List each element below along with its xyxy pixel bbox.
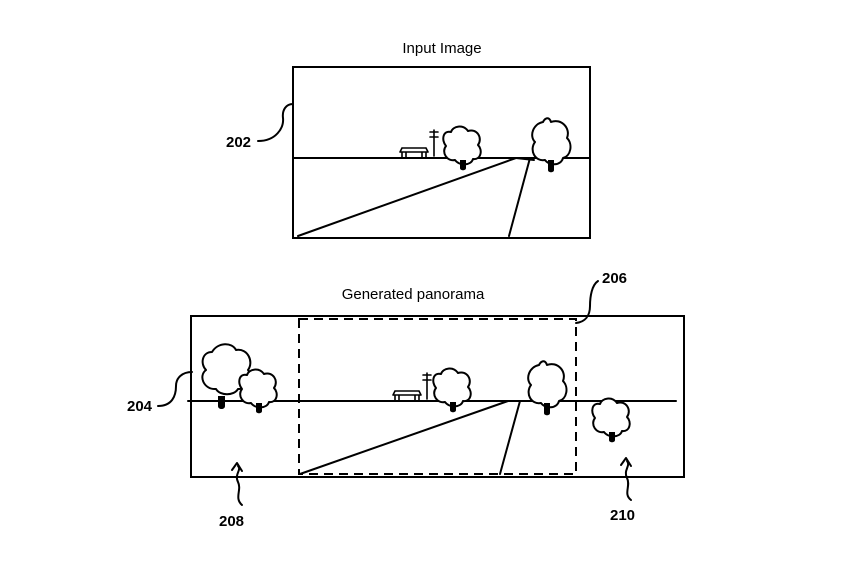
pole-icon [422,372,432,400]
ref-label-202: 202 [226,134,251,151]
input-image-panel: Input Image 202 [226,40,591,239]
tree-icon [432,367,472,414]
input-road-top [515,157,535,161]
tree-icon [591,397,631,444]
arrowhead-208 [231,462,243,472]
leader-line-206 [575,280,599,324]
panorama-panel: Generated panorama 204 206 208 [127,270,685,530]
ref-label-204: 204 [127,398,153,415]
panorama-frame [190,315,685,478]
input-region-outline [298,318,577,475]
tree-icon [527,360,568,417]
leader-line-208 [235,465,243,506]
tree-icon [531,117,572,174]
leader-line-204 [157,371,193,407]
bench-icon [399,147,429,159]
tree-icon [238,368,278,415]
tree-icon [442,125,482,172]
panorama-title: Generated panorama [342,286,485,303]
bench-icon [392,390,422,402]
leader-line-210 [624,460,632,501]
input-image-frame [292,66,591,239]
leader-line-202 [257,103,294,142]
ref-label-206: 206 [602,270,627,287]
tree-icon [201,343,252,409]
pole-icon [429,129,439,157]
ref-label-208: 208 [219,513,244,530]
ref-label-210: 210 [610,507,635,524]
arrowhead-210 [620,457,632,467]
panorama-road [299,400,521,475]
input-image-title: Input Image [402,40,481,57]
input-road [297,157,531,237]
